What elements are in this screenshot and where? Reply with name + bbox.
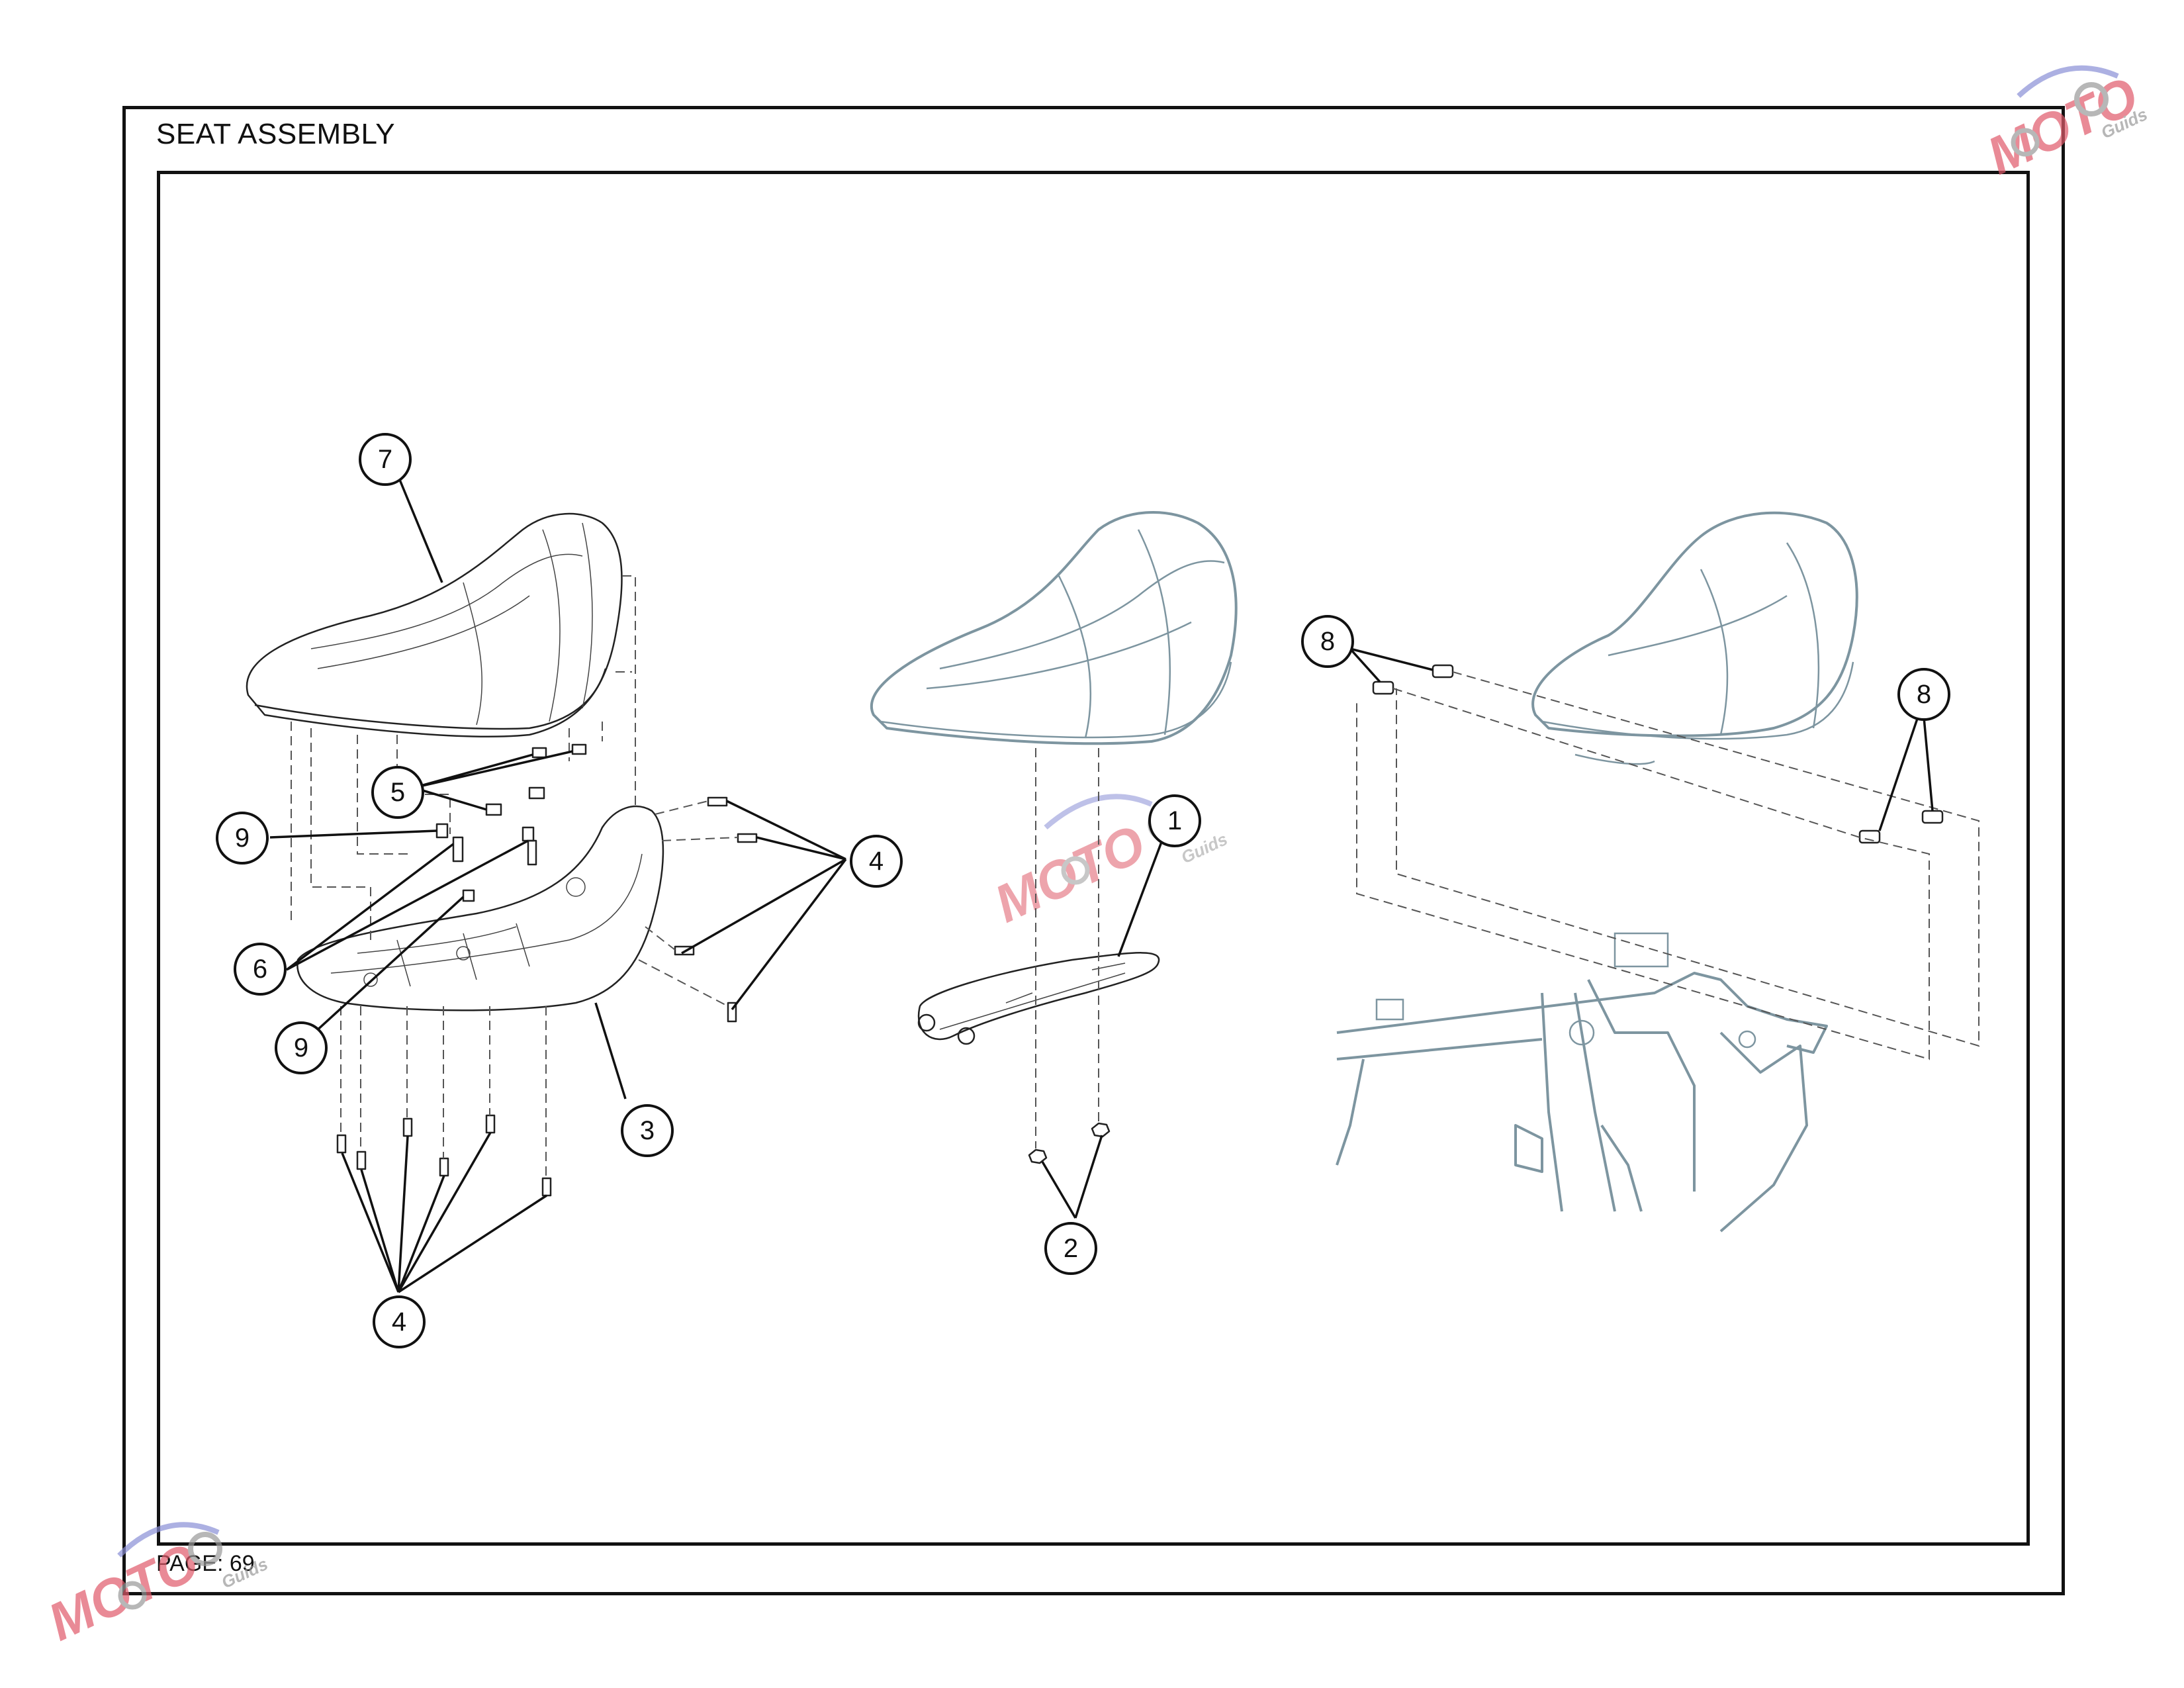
callout-4-right: 4: [850, 835, 903, 888]
callout-9-upper: 9: [216, 812, 269, 865]
motorcycle-frame-ghost: [1336, 932, 1828, 1233]
alignment-lines-middle: [1035, 748, 1099, 1149]
watermark-subtext: Guids: [218, 1554, 271, 1592]
callout-1: 1: [1148, 794, 1201, 847]
svg-text:4: 4: [392, 1307, 406, 1336]
fasteners-right: [1372, 664, 1944, 844]
svg-text:2: 2: [1064, 1234, 1078, 1263]
svg-text:6: 6: [253, 955, 267, 984]
watermark-logo-top-right: MOTO Guids: [1979, 65, 2150, 185]
alignment-lines-left: [291, 575, 739, 1178]
callout-2: 2: [1044, 1222, 1097, 1275]
seat-ghost-middle: [870, 511, 1238, 745]
seat-ghost-right: [1531, 511, 1858, 765]
svg-text:1: 1: [1167, 806, 1182, 835]
svg-text:7: 7: [378, 445, 392, 474]
fasteners-middle: [1028, 1122, 1111, 1164]
leader-lines: [269, 476, 1934, 1293]
callout-6: 6: [234, 943, 287, 996]
diagram-frame: [157, 171, 2030, 1546]
callout-3: 3: [621, 1104, 674, 1157]
seat-bracket-part: [917, 952, 1160, 1045]
seat-cover-part: [246, 512, 623, 737]
callout-5: 5: [371, 766, 424, 819]
svg-text:9: 9: [294, 1033, 308, 1062]
page-title: SEAT ASSEMBLY: [156, 118, 396, 150]
callout-4-bottom: 4: [373, 1295, 426, 1348]
alignment-lines-right: [1356, 671, 1979, 1060]
callout-8-right: 8: [1897, 668, 1950, 721]
svg-text:4: 4: [869, 847, 884, 876]
seat-base-part: [296, 805, 664, 1011]
outer-frame: [122, 106, 2065, 1595]
svg-text:8: 8: [1320, 627, 1335, 656]
callout-7: 7: [359, 433, 412, 486]
callout-8-left: 8: [1301, 615, 1354, 668]
svg-text:3: 3: [640, 1116, 655, 1145]
svg-text:5: 5: [390, 778, 405, 807]
watermark-logo-bottom-left: MOTO Guids: [40, 1522, 271, 1652]
svg-text:9: 9: [235, 823, 250, 853]
watermark-text: MOTO: [986, 814, 1154, 933]
svg-text:8: 8: [1917, 680, 1931, 709]
callout-9-lower: 9: [275, 1021, 328, 1074]
